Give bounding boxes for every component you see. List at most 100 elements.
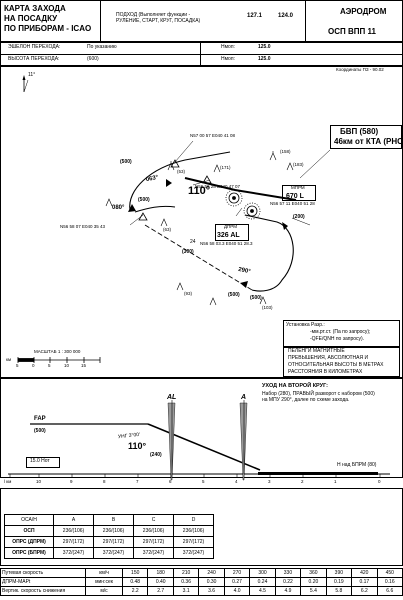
minima-cell: 297/(172) xyxy=(53,536,94,548)
qfe-label: Нмоп: xyxy=(221,56,235,62)
info-line: ОТНОСИТЕЛЬНАЯ ВЫСОТЫ В МЕТРАХ xyxy=(288,362,384,368)
speed-row-unit: км/ч xyxy=(85,568,123,578)
minima-cell: ОПРС (БПРМ) xyxy=(4,547,54,559)
axis-tick: 1 xyxy=(334,479,337,484)
scale-unit: км xyxy=(6,357,12,362)
altitude-label: (300) xyxy=(182,249,194,255)
speed-cell: 2.2 xyxy=(121,586,149,596)
waypoint-icon xyxy=(170,159,180,168)
dprm-freq: 326 AL xyxy=(217,232,240,239)
axis-tick: 9 xyxy=(70,479,73,484)
waypoint-icon xyxy=(138,212,148,221)
speed-cell: 0.20 xyxy=(300,577,327,587)
approach-service: ПОДХОД (Выполняет функции - РУЛЕНИЕ, СТА… xyxy=(116,12,201,24)
speed-cell: 3.1 xyxy=(172,586,200,596)
profile-alt-240: (240) xyxy=(150,452,162,458)
qnh-value: 125.0 xyxy=(258,44,271,50)
axis-tick: 7 xyxy=(136,479,139,484)
waypoint-coords-right: N56 57 11 E040 51 28 xyxy=(270,201,315,206)
track-arrow-icon xyxy=(240,281,248,288)
track-110-label: 110° xyxy=(188,185,211,197)
speed-cell: 6.2 xyxy=(351,586,378,596)
speed-row-unit: м/с xyxy=(85,586,123,596)
waypoint-icon xyxy=(202,175,212,184)
mprm-name: МПРМ xyxy=(291,185,305,190)
obstacle-elevation: (158) xyxy=(280,149,291,154)
speed-cell: 0.27 xyxy=(223,577,251,587)
minima-table: ОСА/Н A B C D ОСП 236/(106) 236/(106) 23… xyxy=(4,514,214,559)
minima-cell: 372/(247) xyxy=(133,547,174,559)
scale-tick: 10 xyxy=(64,363,70,368)
transition-alt-value: (600) xyxy=(87,56,99,62)
coords-note: Координаты ПЗ - 90.02 xyxy=(336,67,384,72)
vor-distance: 46км от КТА (РНС) xyxy=(334,137,403,146)
speed-table: Путевая скорость км/ч 150 180 210 240 27… xyxy=(0,568,403,596)
speed-cell: 3.6 xyxy=(198,586,225,596)
altitude-label: (500) xyxy=(138,197,150,203)
settings-title: Установка Разр.: xyxy=(286,322,325,328)
axis-tick: 5 xyxy=(202,479,205,484)
speed-cell: 5.4 xyxy=(300,586,327,596)
axis-label: l км xyxy=(4,479,12,484)
north-arrow-icon xyxy=(22,75,29,93)
minima-header-cell: D xyxy=(173,514,214,526)
speed-cell: 4.5 xyxy=(249,586,276,596)
missed-approach-title: УХОД НА ВТОРОЙ КРУГ: xyxy=(262,383,328,389)
speed-cell: 270 xyxy=(223,568,251,578)
settings-line2: -QFE/QNH по запросу). xyxy=(310,336,365,342)
dprm-box xyxy=(215,224,249,241)
waypoint-coords-mid: N56 59 28 E040 47 07 xyxy=(195,184,241,189)
transition-alt-label: ВЫСОТА ПЕРЕХОДА: xyxy=(8,56,60,62)
scale-tick: 15 xyxy=(81,363,87,368)
track-arrow-icon xyxy=(128,204,136,212)
speed-row-label: Вертик. скорость снижения xyxy=(0,586,86,596)
axis-tick: 10 xyxy=(36,479,42,484)
waypoint-coords-bottom: N56 58 03.3 E040 51 28.3 xyxy=(200,241,253,246)
minima-cell: ОСП xyxy=(4,525,54,537)
settings-line1: -мм.рт.ст. (Па по запросу); xyxy=(310,329,371,335)
fap-label: FAP xyxy=(34,416,46,422)
waypoint-coords-left: N56 58 07 E040 35 43 xyxy=(60,224,106,229)
speed-cell: 0.30 xyxy=(198,577,225,587)
obstacle-elevation: (63) xyxy=(163,227,172,232)
altitude-label: (200) xyxy=(293,214,305,220)
marker-beam-icon xyxy=(239,402,248,481)
info-box xyxy=(283,347,400,377)
runway-designator: ОСП ВПП 11 xyxy=(328,27,376,36)
vor-name: БВП (580) xyxy=(340,127,379,136)
ndb-symbol-icon xyxy=(225,189,243,207)
table-row: ОСП 236/(106) 236/(106) 236/(106) 236/(1… xyxy=(4,525,214,537)
obstacle-elevation: (93) xyxy=(184,291,193,296)
speed-row-label: Путевая скорость xyxy=(0,568,86,578)
speed-cell: 5.8 xyxy=(325,586,353,596)
speed-cell: 360 xyxy=(300,568,327,578)
minima-cell: ОПРС (ДПРМ) xyxy=(4,536,54,548)
speed-cell: 0.36 xyxy=(172,577,200,587)
speed-cell: 6.6 xyxy=(376,586,403,596)
transition-level-label: ЭШЕЛОН ПЕРЕХОДА: xyxy=(8,44,61,50)
threshold-height: H над БПРМ (80) xyxy=(337,462,377,468)
scale-label: МАСШТАБ 1 : 300 000 xyxy=(34,349,81,354)
minima-cell: 236/(106) xyxy=(93,525,134,537)
minima-header-cell: C xyxy=(133,514,174,526)
minima-cell: 297/(172) xyxy=(93,536,134,548)
table-row: Путевая скорость км/ч 150 180 210 240 27… xyxy=(0,568,403,578)
minima-header-cell: B xyxy=(93,514,134,526)
scale-bar xyxy=(17,357,101,363)
speed-cell: 390 xyxy=(325,568,353,578)
chart-title-line2: НА ПОСАДКУ xyxy=(4,14,58,23)
table-row: ОПРС (БПРМ) 372/(247) 372/(247) 372/(247… xyxy=(4,547,214,559)
scale-tick: 5 xyxy=(48,363,51,368)
speed-cell: 4.9 xyxy=(274,586,302,596)
scale-tick: 0 xyxy=(32,363,35,368)
track-080-label: 080° xyxy=(112,205,125,211)
axis-tick: 2 xyxy=(301,479,304,484)
missed-approach-text: Набор (280), ПРАВЫЙ разворот с набором (… xyxy=(262,391,375,403)
speed-cell: 150 xyxy=(121,568,149,578)
vor-info-box xyxy=(330,125,402,149)
altitude-label: (500) xyxy=(250,295,262,301)
minima-cell: 372/(247) xyxy=(173,547,214,559)
